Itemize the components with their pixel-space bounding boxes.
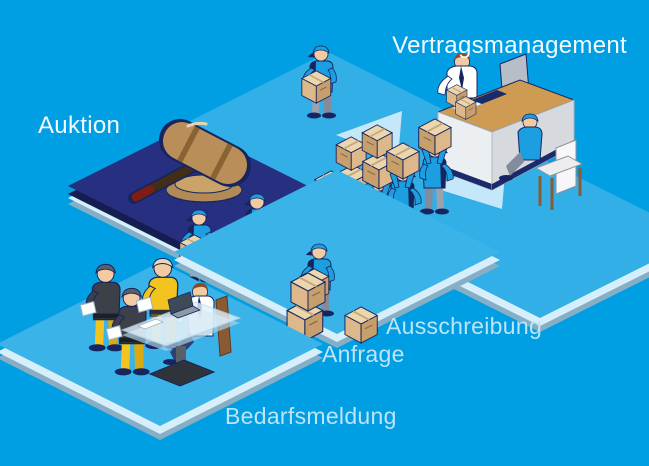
label-bedarfsmeldung: Bedarfsmeldung — [225, 403, 397, 429]
laptop-icon — [167, 291, 201, 319]
label-ausschreibung: Ausschreibung — [386, 313, 542, 339]
label-anfrage: Anfrage — [322, 341, 405, 367]
seated-worker-figure — [499, 113, 584, 210]
glass-desk — [120, 301, 242, 387]
label-vertragsmanagement: Vertragsmanagement — [392, 32, 627, 59]
label-auktion: Auktion — [38, 112, 120, 139]
requirement-desk-scene — [79, 257, 242, 387]
gavel-icon — [128, 119, 251, 204]
document-sheet — [136, 318, 165, 330]
platform-anfrage — [174, 170, 500, 348]
